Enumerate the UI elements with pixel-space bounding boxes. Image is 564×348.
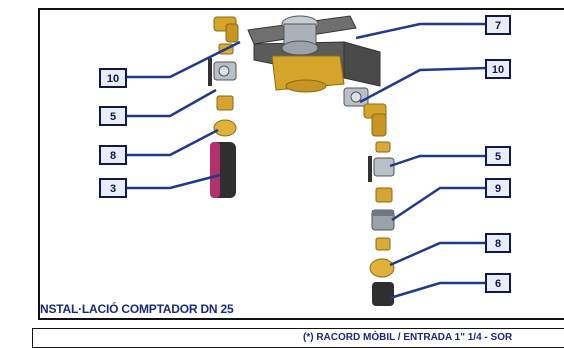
- brass-cap-right-8: [369, 258, 395, 278]
- brass-cap-left: [213, 119, 237, 137]
- callout-8-right: 8: [485, 233, 511, 253]
- pipe-6: [372, 282, 394, 306]
- callout-9: 9: [485, 178, 511, 198]
- diagram-title: NSTAL·LACIÓ COMPTADOR DN 25: [40, 302, 234, 316]
- insulated-pipe-3: [210, 142, 236, 198]
- svg-text:5: 5: [110, 111, 116, 123]
- water-meter-dn25: [271, 15, 345, 93]
- callout-7: 7: [485, 15, 511, 35]
- nipple-fitting-right-3: [375, 237, 391, 251]
- elbow-fitting-top-left: [213, 16, 239, 43]
- svg-text:10: 10: [107, 73, 119, 85]
- nipple-fitting-right-2: [375, 187, 393, 203]
- valve-5-right: [368, 156, 395, 182]
- callout-6: 6: [485, 273, 511, 293]
- valve-10-right: [343, 87, 369, 107]
- valve-10-left: [208, 58, 237, 86]
- svg-text:7: 7: [495, 20, 501, 32]
- callout-10-right: 10: [485, 59, 511, 79]
- footer-note: (*) RACORD MÒBIL / ENTRADA 1" 1/4 - SOR: [303, 332, 513, 343]
- leader-lines: [126, 22, 487, 300]
- callout-8-left: 8: [99, 145, 127, 165]
- filter-9: [371, 209, 395, 231]
- svg-text:10: 10: [492, 64, 504, 76]
- nipple-fitting-left-2: [216, 95, 234, 111]
- nipple-fitting-right-1: [375, 141, 391, 153]
- elbow-fitting-right: [363, 103, 387, 137]
- svg-text:8: 8: [110, 150, 116, 162]
- footer-note-box: (*) RACORD MÒBIL / ENTRADA 1" 1/4 - SOR: [32, 328, 564, 348]
- callout-10-left: 10: [99, 68, 127, 88]
- svg-text:8: 8: [495, 238, 501, 250]
- svg-text:5: 5: [495, 151, 501, 163]
- diagram-frame: [38, 8, 564, 320]
- callout-5-left: 5: [99, 106, 127, 126]
- callout-3: 3: [99, 178, 127, 198]
- callout-5-right: 5: [485, 146, 511, 166]
- svg-text:9: 9: [495, 183, 501, 195]
- svg-text:6: 6: [495, 278, 501, 290]
- svg-text:3: 3: [110, 183, 116, 195]
